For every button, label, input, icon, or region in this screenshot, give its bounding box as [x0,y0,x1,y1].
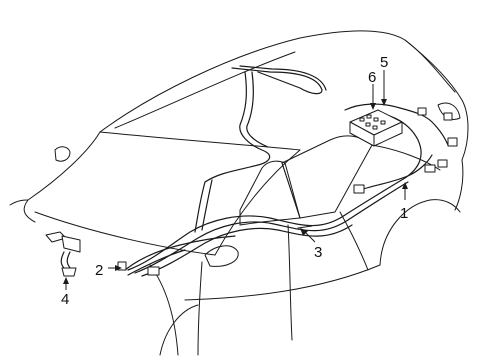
module-pins [359,114,386,130]
callout-3: 3 [314,244,322,261]
main-harness-path-b [134,181,409,274]
car-body [9,30,469,356]
pillar-branch [194,179,213,233]
front-door-front-edge [197,261,203,356]
front-bumper [23,199,36,223]
side-mirror [204,245,239,267]
rear-side-harness [359,154,433,191]
b-pillar [281,162,301,219]
callout-1: 1 [400,205,408,222]
windshield-inner-line [114,51,296,129]
hood-line [27,131,101,201]
windshield-base [34,211,216,256]
rear-bumper [454,159,464,211]
rear-door-line [339,211,369,271]
callout-5: 5 [380,54,388,71]
front-door-window [239,160,301,226]
connector-side [353,184,365,194]
callout-4: 4 [61,291,69,308]
side-sill [184,264,381,301]
trunk-line [404,39,469,161]
module-side [373,121,403,147]
main-harness-path-a [127,114,422,271]
roof-harness [204,65,327,183]
part-4-wire [60,251,73,271]
main-harness [124,103,449,277]
part-4-end [61,267,77,277]
door-handle [297,225,313,229]
front-door-line [287,224,293,341]
connector-front-2 [117,261,127,271]
callout-2: 2 [95,262,103,279]
connectors [117,107,458,276]
roof-harness-parallel [239,65,327,148]
connector-rear-1 [424,164,436,173]
connector-front-b [147,266,160,276]
connector-rear-3 [447,137,458,147]
part-4-connector-body [61,235,81,253]
a-pillar-outer [54,146,71,162]
leader-lines [63,70,408,290]
part-4-harness [45,231,81,277]
callouts: 1 2 3 4 5 6 [61,54,408,308]
antenna-module [349,109,403,147]
rear-quarter [371,144,441,171]
front-wheel-arch [159,304,199,356]
cowl-harness [124,235,236,276]
rear-wheel-arch [379,199,461,266]
connector-rear-2 [437,159,448,168]
connector-rear-4 [443,112,453,121]
roof-harness-outer [204,67,323,183]
main-harness-path-c [141,224,353,277]
roof-line [99,30,456,133]
left-fender [9,199,29,206]
rear-lamp [437,102,461,120]
callout-6: 6 [368,69,376,86]
connector-rear-5 [417,107,427,116]
windshield-top-edge [99,131,301,151]
